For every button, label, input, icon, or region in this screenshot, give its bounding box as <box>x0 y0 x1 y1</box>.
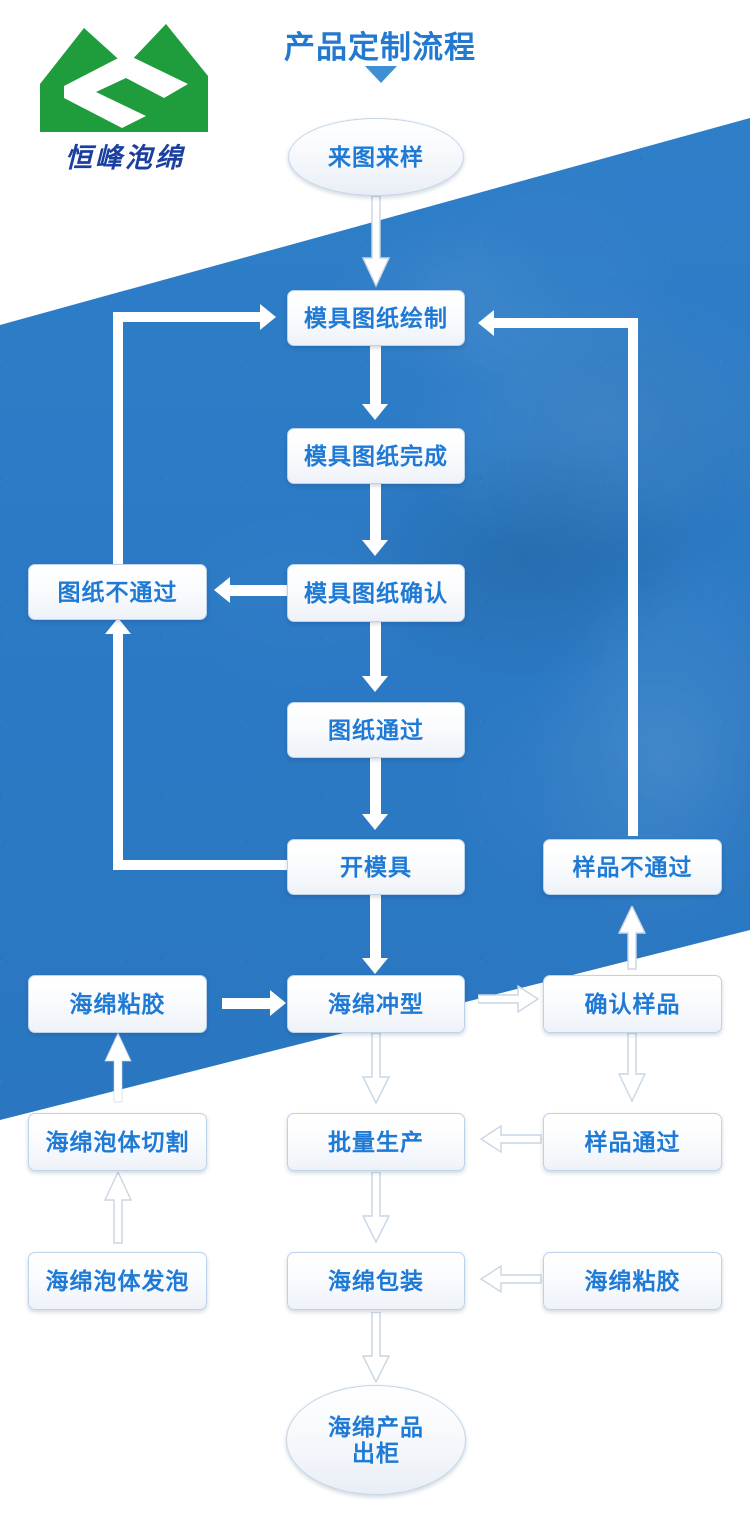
edge-n3-n4-line <box>370 484 381 544</box>
node-label: 海绵包装 <box>328 1267 424 1294</box>
node-label: 样品不通过 <box>572 853 693 880</box>
node-sponge-gluing-top[interactable]: 海绵粘胶 <box>28 975 207 1033</box>
node-mold-drawing-complete[interactable]: 模具图纸完成 <box>287 428 465 484</box>
edge-n4-n5-arrow <box>214 577 230 603</box>
node-label: 模具图纸确认 <box>304 579 448 606</box>
logo-company-name: 恒峰泡绵 <box>65 143 185 174</box>
edge-n9-n10-arrow <box>270 990 286 1016</box>
page-title: 产品定制流程 <box>284 30 476 65</box>
node-drawing-approved[interactable]: 图纸通过 <box>287 702 465 758</box>
edge-n4-n6-arrow <box>362 676 388 692</box>
edge-n6-n7-arrow <box>362 814 388 830</box>
edge-n7-n5-arrow <box>105 618 131 634</box>
edge-n8-n2-arrow <box>478 310 494 336</box>
edge-n5-n2-hline <box>113 312 265 322</box>
edge-n14-n13 <box>480 1125 542 1155</box>
node-sponge-foam-cutting[interactable]: 海绵泡体切割 <box>28 1113 207 1171</box>
node-label: 开模具 <box>340 853 412 880</box>
node-sample-rejected[interactable]: 样品不通过 <box>543 839 722 895</box>
node-label: 图纸通过 <box>328 716 424 743</box>
edge-n7-n10-arrow <box>362 958 388 974</box>
edge-n11-n14 <box>618 1033 646 1103</box>
node-sponge-foaming[interactable]: 海绵泡体发泡 <box>28 1252 207 1310</box>
edge-n13-n16 <box>362 1172 390 1244</box>
node-label: 来图来样 <box>328 143 424 170</box>
edge-n3-n4-arrow <box>362 540 388 556</box>
node-label: 模具图纸完成 <box>304 442 448 469</box>
triangle-down-icon <box>365 66 397 83</box>
node-label: 模具图纸绘制 <box>304 304 448 331</box>
edge-n16-n18 <box>362 1312 390 1384</box>
edge-n2-n3-arrow <box>362 404 388 420</box>
node-sponge-gluing-bottom[interactable]: 海绵粘胶 <box>543 1252 722 1310</box>
edge-n4-n5-line <box>228 585 288 596</box>
node-sponge-die-cutting[interactable]: 海绵冲型 <box>287 975 465 1033</box>
node-open-mold[interactable]: 开模具 <box>287 839 465 895</box>
edge-n5-n2-arrow <box>260 304 276 330</box>
edge-n10-n13 <box>362 1033 390 1105</box>
edge-n5-n2-vline <box>113 312 123 564</box>
node-label: 海绵粘胶 <box>584 1267 681 1294</box>
green-mountain-logo-icon <box>40 24 208 132</box>
node-label: 海绵冲型 <box>328 990 424 1017</box>
node-label: 海绵粘胶 <box>69 990 166 1017</box>
node-mold-drawing-draft[interactable]: 模具图纸绘制 <box>287 290 465 346</box>
node-label: 图纸不通过 <box>57 578 178 605</box>
node-mold-drawing-confirm[interactable]: 模具图纸确认 <box>287 564 465 622</box>
edge-n17-n16 <box>480 1265 542 1295</box>
node-sponge-product-shipping[interactable]: 海绵产品 出柜 <box>286 1385 466 1495</box>
edge-n8-n2-vline <box>628 318 638 836</box>
node-mass-production[interactable]: 批量生产 <box>287 1113 465 1171</box>
edge-n12-n9 <box>104 1033 132 1103</box>
node-sponge-packaging[interactable]: 海绵包装 <box>287 1252 465 1310</box>
edge-n4-n6-line <box>370 622 381 680</box>
node-label: 批量生产 <box>328 1128 424 1155</box>
edge-n1-n2 <box>362 196 390 288</box>
node-laitu-laiyang[interactable]: 来图来样 <box>288 118 464 196</box>
node-label-line2: 出柜 <box>352 1440 400 1466</box>
node-label: 样品通过 <box>584 1128 681 1155</box>
node-label: 确认样品 <box>584 990 681 1017</box>
edge-n8-n2-hline <box>492 318 638 328</box>
edge-n2-n3-line <box>370 345 381 408</box>
node-label: 海绵泡体切割 <box>45 1128 190 1155</box>
edge-n7-n10-line <box>370 895 381 963</box>
company-logo: 恒峰泡绵 <box>30 14 220 189</box>
edge-n11-n8 <box>618 906 646 970</box>
node-label: 海绵泡体发泡 <box>45 1267 190 1294</box>
edge-n10-n11 <box>478 985 540 1015</box>
edge-n7-n5-hline <box>123 860 288 870</box>
edge-n6-n7-line <box>370 758 381 818</box>
node-confirm-sample[interactable]: 确认样品 <box>543 975 722 1033</box>
edge-n15-n12 <box>104 1172 132 1244</box>
node-sample-approved[interactable]: 样品通过 <box>543 1113 722 1171</box>
edge-n7-n5-vline <box>113 630 123 870</box>
node-label-line1: 海绵产品 <box>328 1413 424 1440</box>
node-drawing-rejected[interactable]: 图纸不通过 <box>28 564 207 620</box>
edge-n9-n10-line <box>222 998 275 1009</box>
